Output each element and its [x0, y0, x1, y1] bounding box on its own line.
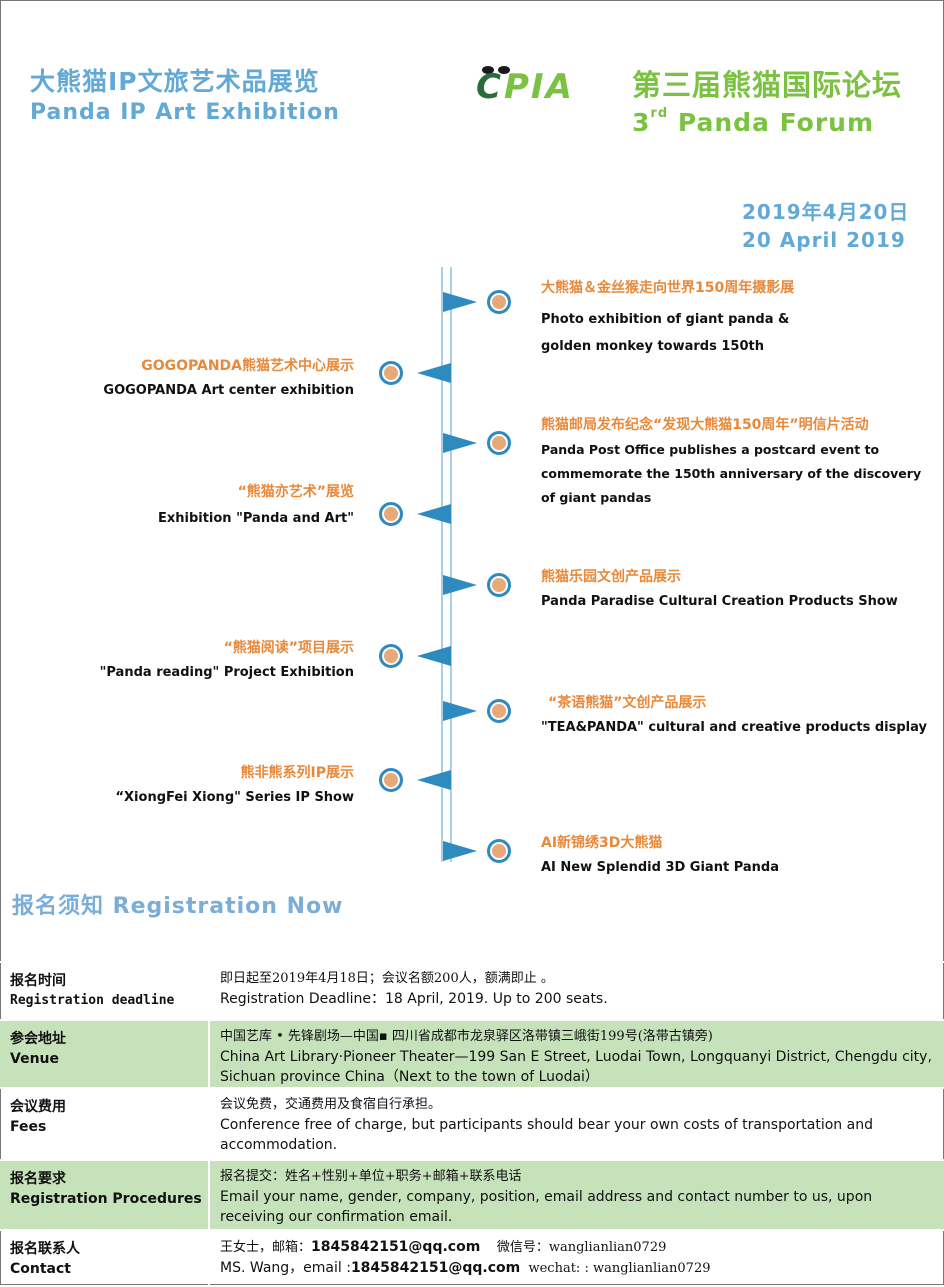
timeline-flag-right	[443, 841, 477, 861]
timeline-dot	[487, 839, 511, 863]
forum-title-en: 3rd Panda Forum	[632, 106, 875, 137]
timeline-item: AI新锦绣3D大熊猫 AI New Splendid 3D Giant Pand…	[541, 835, 779, 875]
timeline-flag-right	[443, 701, 477, 721]
header-right: 第三届熊猫国际论坛 3rd Panda Forum	[632, 62, 902, 137]
event-date: 2019年4月20日 20 April 2019	[742, 198, 909, 254]
timeline-flag-left	[417, 770, 451, 790]
date-en: 20 April 2019	[742, 228, 906, 252]
svg-text:PIA: PIA	[504, 67, 574, 104]
table-row: 会议费用 Fees 会议免费，交通费用及食宿自行承担。 Conference f…	[0, 1087, 944, 1159]
registration-title: 报名须知 Registration Now	[12, 894, 344, 919]
timeline-item: “熊猫阅读”项目展示 "Panda reading" Project Exhib…	[99, 640, 354, 680]
timeline-dot	[379, 768, 403, 792]
contact-email[interactable]: 1845842151@qq.com	[350, 1260, 521, 1276]
timeline-item-en: "TEA&PANDA" cultural and creative produc…	[541, 720, 927, 735]
timeline-flag-left	[417, 504, 451, 524]
timeline-dot	[487, 573, 511, 597]
timeline-flag-right	[443, 575, 477, 595]
forum-title-zh: 第三届熊猫国际论坛	[632, 68, 903, 102]
timeline-item: 大熊猫＆金丝猴走向世界150周年摄影展 Photo exhibition of …	[541, 280, 795, 354]
cpia-logo: C PIA	[476, 66, 574, 104]
table-row: 报名时间 Registration deadline 即日起至2019年4月18…	[0, 961, 944, 1019]
timeline-flag-left	[417, 363, 451, 383]
timeline-item: “熊猫亦艺术”展览 Exhibition "Panda and Art"	[157, 484, 354, 526]
timeline-dot	[487, 699, 511, 723]
registration-table: 报名时间 Registration deadline 即日起至2019年4月18…	[0, 961, 944, 1287]
svg-text:C: C	[476, 67, 501, 104]
timeline-dot	[487, 290, 511, 314]
timeline-flag-left	[417, 646, 451, 666]
timeline-dot	[379, 502, 403, 526]
exhibition-title-zh: 大熊猫IP文旅艺术品展览	[30, 67, 320, 96]
header-left: 大熊猫IP文旅艺术品展览 Panda IP Art Exhibition	[30, 62, 340, 125]
timeline-flag-right	[443, 292, 477, 312]
contact-email[interactable]: 1845842151@qq.com	[311, 1239, 481, 1255]
timeline-dot	[379, 361, 403, 385]
timeline-item: “茶语熊猫”文创产品展示	[548, 695, 707, 711]
exhibition-title-en: Panda IP Art Exhibition	[30, 100, 340, 125]
timeline-item: GOGOPANDA熊猫艺术中心展示 GOGOPANDA Art center e…	[103, 358, 354, 398]
timeline-item: 熊猫乐园文创产品展示 Panda Paradise Cultural Creat…	[541, 569, 898, 609]
table-row: 报名联系人 Contact 王女士，邮箱：1845842151@qq.com 微…	[0, 1229, 944, 1287]
timeline-flag-right	[443, 433, 477, 453]
timeline-dot	[379, 644, 403, 668]
timeline-dot	[487, 431, 511, 455]
table-row: 报名要求 Registration Procedures 报名提交：姓名+性别+…	[0, 1159, 944, 1229]
timeline-item: 熊猫邮局发布纪念“发现大熊猫150周年”明信片活动 Panda Post Off…	[541, 417, 922, 505]
table-row: 参会地址 Venue 中国艺库 • 先锋剧场—中国▪ 四川省成都市龙泉驿区洛带镇…	[0, 1019, 944, 1087]
date-zh: 2019年4月20日	[742, 200, 910, 224]
timeline-item: 熊非熊系列IP展示 “XiongFei Xiong" Series IP Sho…	[115, 765, 354, 805]
timeline-line	[450, 267, 452, 862]
timeline-line	[441, 267, 443, 862]
